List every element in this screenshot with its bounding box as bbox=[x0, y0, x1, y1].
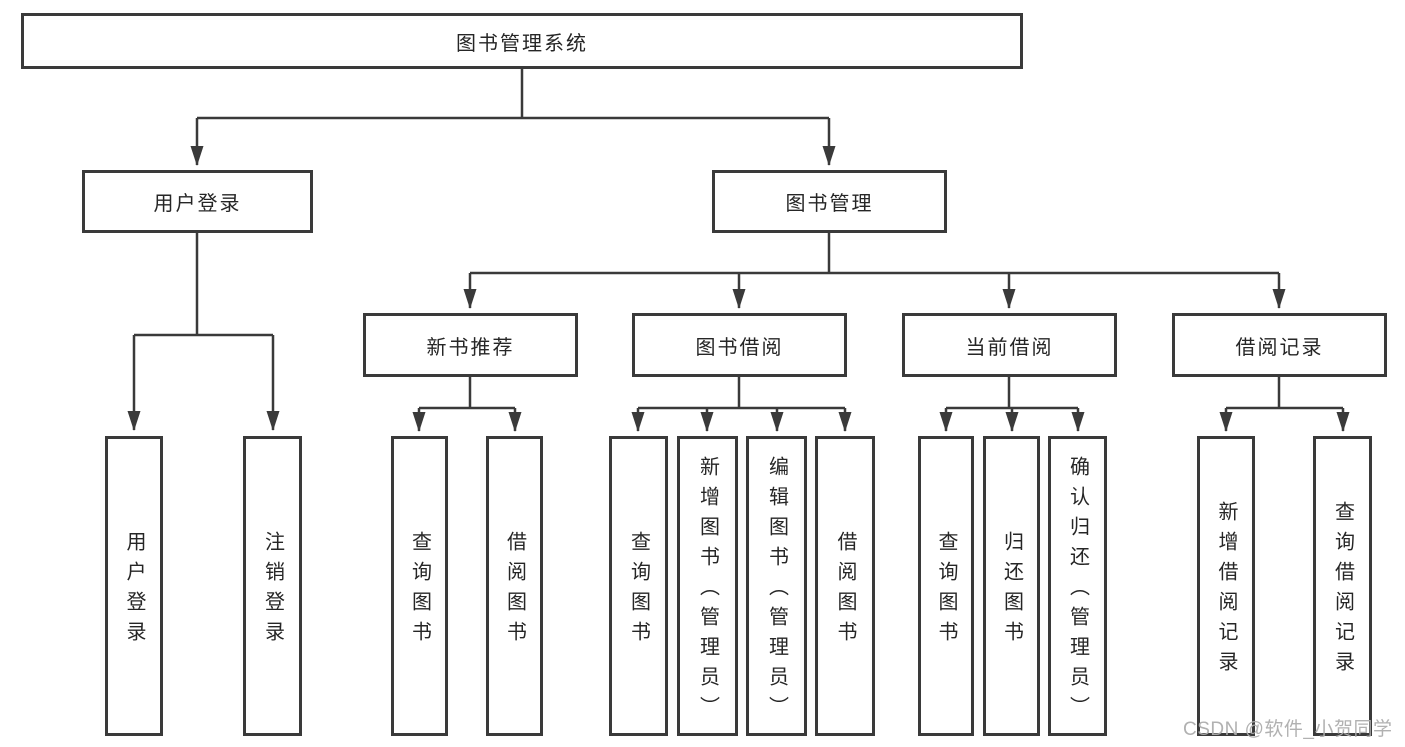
connector-root-to-level2 bbox=[190, 69, 836, 166]
leaf-cb-confirm-return-admin-label: 确认归还（管理员） bbox=[1066, 456, 1089, 726]
leaf-cb-query-books-label: 查询图书 bbox=[935, 531, 957, 651]
leaf-bb-edit-books-admin-label: 编辑图书（管理员） bbox=[765, 456, 788, 726]
connector-new-book-rec-children bbox=[412, 377, 522, 432]
leaf-cb-return-books: 归还图书 bbox=[983, 436, 1040, 736]
node-current-borrowing-label: 当前借阅 bbox=[965, 336, 1054, 359]
connector-book-borrow-children bbox=[631, 377, 852, 432]
node-book-management: 图书管理 bbox=[712, 170, 947, 233]
leaf-nbr-query-books-label: 查询图书 bbox=[408, 531, 431, 651]
node-borrowing-records-label: 借阅记录 bbox=[1235, 336, 1324, 359]
leaf-cb-query-books: 查询图书 bbox=[918, 436, 974, 736]
leaf-br-query-record-label: 查询借阅记录 bbox=[1331, 501, 1354, 681]
leaf-bb-borrow-books: 借阅图书 bbox=[815, 436, 875, 736]
leaf-nbr-query-books: 查询图书 bbox=[391, 436, 448, 736]
node-borrowing-records: 借阅记录 bbox=[1172, 313, 1387, 377]
leaf-user-login-label: 用户登录 bbox=[123, 531, 145, 651]
node-book-management-label: 图书管理 bbox=[785, 193, 874, 215]
leaf-bb-add-books-admin: 新增图书（管理员） bbox=[677, 436, 738, 736]
csdn-watermark: CSDN @软件_小贺同学 bbox=[1183, 719, 1393, 740]
node-user-login: 用户登录 bbox=[82, 170, 313, 233]
node-root-label: 图书管理系统 bbox=[456, 32, 588, 55]
leaf-nbr-borrow-books: 借阅图书 bbox=[486, 436, 543, 736]
connector-current-borrow-children bbox=[939, 377, 1085, 432]
node-book-borrowing-label: 图书借阅 bbox=[695, 336, 784, 359]
leaf-cb-return-books-label: 归还图书 bbox=[1000, 531, 1023, 651]
leaf-cb-confirm-return-admin: 确认归还（管理员） bbox=[1048, 436, 1107, 736]
node-book-borrowing: 图书借阅 bbox=[632, 313, 847, 377]
leaf-user-login: 用户登录 bbox=[105, 436, 163, 736]
leaf-bb-query-books-label: 查询图书 bbox=[627, 531, 650, 651]
leaf-bb-borrow-books-label: 借阅图书 bbox=[834, 531, 856, 651]
leaf-bb-query-books: 查询图书 bbox=[609, 436, 668, 736]
connector-book-mgmt-children bbox=[463, 233, 1286, 309]
node-user-login-label: 用户登录 bbox=[153, 193, 242, 215]
node-current-borrowing: 当前借阅 bbox=[902, 313, 1117, 377]
node-root-system: 图书管理系统 bbox=[21, 13, 1023, 69]
leaf-nbr-borrow-books-label: 借阅图书 bbox=[503, 531, 526, 651]
leaf-br-query-record: 查询借阅记录 bbox=[1313, 436, 1372, 736]
leaf-br-add-record: 新增借阅记录 bbox=[1197, 436, 1255, 736]
leaf-bb-edit-books-admin: 编辑图书（管理员） bbox=[746, 436, 807, 736]
leaf-logout: 注销登录 bbox=[243, 436, 302, 736]
node-new-book-recommendation: 新书推荐 bbox=[363, 313, 578, 377]
node-new-book-recommendation-label: 新书推荐 bbox=[426, 336, 515, 359]
leaf-bb-add-books-admin-label: 新增图书（管理员） bbox=[696, 456, 719, 726]
connector-borrow-records-children bbox=[1219, 377, 1350, 432]
leaf-br-add-record-label: 新增借阅记录 bbox=[1215, 501, 1237, 681]
leaf-logout-label: 注销登录 bbox=[261, 531, 284, 651]
connector-user-login-children bbox=[127, 233, 280, 431]
